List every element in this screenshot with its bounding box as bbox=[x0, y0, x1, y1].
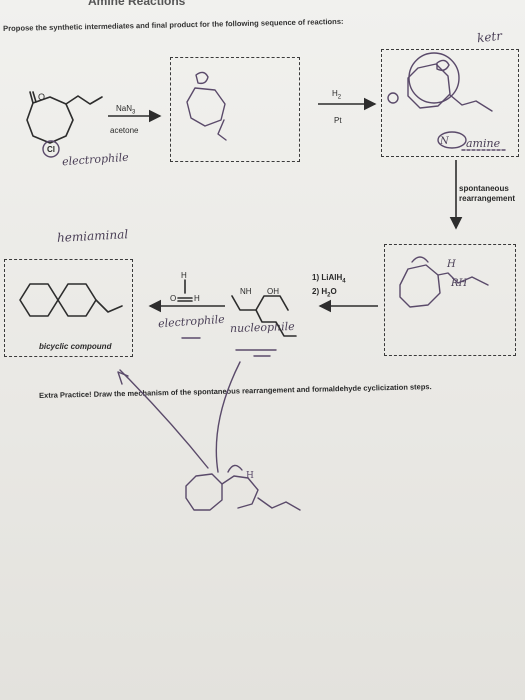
handwriting-h-note: H bbox=[447, 259, 456, 270]
reagent-hydrogen: H2 bbox=[332, 89, 342, 101]
reagent-platinum: Pt bbox=[334, 116, 342, 125]
handwriting-amine: amine bbox=[466, 137, 501, 150]
bicyclic-product-structure bbox=[19, 283, 201, 339]
amine-nh-label: NH bbox=[240, 287, 252, 296]
mechanism-arrowhead bbox=[117, 371, 129, 385]
intermediate-box-2 bbox=[381, 49, 519, 157]
intermediate-2-drawing bbox=[387, 52, 506, 151]
handwriting-rh-note: RH bbox=[451, 278, 468, 289]
alcohol-oh-label: OH bbox=[267, 287, 279, 296]
formaldehyde-structure bbox=[177, 279, 193, 302]
svg-text:H: H bbox=[246, 471, 254, 481]
aldehyde-o-label: O bbox=[170, 294, 177, 303]
intermediate-1-drawing bbox=[186, 71, 227, 141]
mechanism-sketch: H bbox=[185, 464, 301, 511]
mechanism-arrow-up bbox=[119, 369, 209, 469]
handwriting-n3: N bbox=[440, 136, 449, 147]
reagent-solvent: acetone bbox=[110, 126, 139, 135]
intermediate-3-drawing bbox=[399, 256, 489, 308]
chloride-label: Cl bbox=[47, 145, 55, 154]
mechanism-arrow-down bbox=[215, 361, 241, 473]
page-header-title: Amine Reactions bbox=[88, 0, 186, 8]
aldehyde-h-top-label: H bbox=[181, 271, 187, 280]
final-product-box bbox=[4, 259, 133, 357]
bicyclic-compound-label: bicyclic compound bbox=[39, 342, 112, 351]
ketone-oxygen-label: O bbox=[38, 92, 46, 102]
amino-alcohol-structure bbox=[231, 295, 297, 357]
starting-material-structure bbox=[26, 91, 103, 158]
aldehyde-h-right-label: H bbox=[194, 294, 200, 303]
reagent-lialh4: 1) LiAlH4 2) H2O bbox=[312, 273, 346, 299]
reagent-sodium-azide: NaN3 bbox=[116, 104, 136, 116]
intermediate-box-1 bbox=[170, 57, 300, 162]
reagent-rearrangement: spontaneous rearrangement bbox=[459, 184, 516, 203]
intermediate-box-3 bbox=[384, 244, 516, 356]
